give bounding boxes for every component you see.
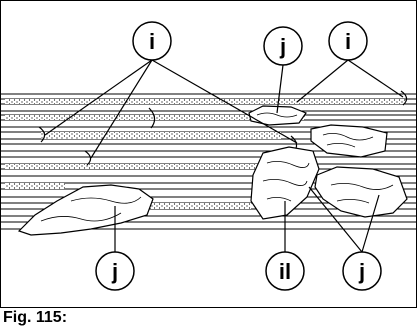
illustration: i j i j il j [1,1,416,307]
label-j-bottom-right: j [358,259,365,284]
label-j-top: j [279,34,286,59]
label-j-bottom-left: j [111,259,118,284]
label-i-right: i [345,29,351,54]
label-i-left: i [149,29,155,54]
label-circles [96,22,381,290]
figure-panel: i j i j il j [0,0,417,308]
figure-caption: Fig. 115: [3,309,67,327]
label-il: il [279,259,291,284]
